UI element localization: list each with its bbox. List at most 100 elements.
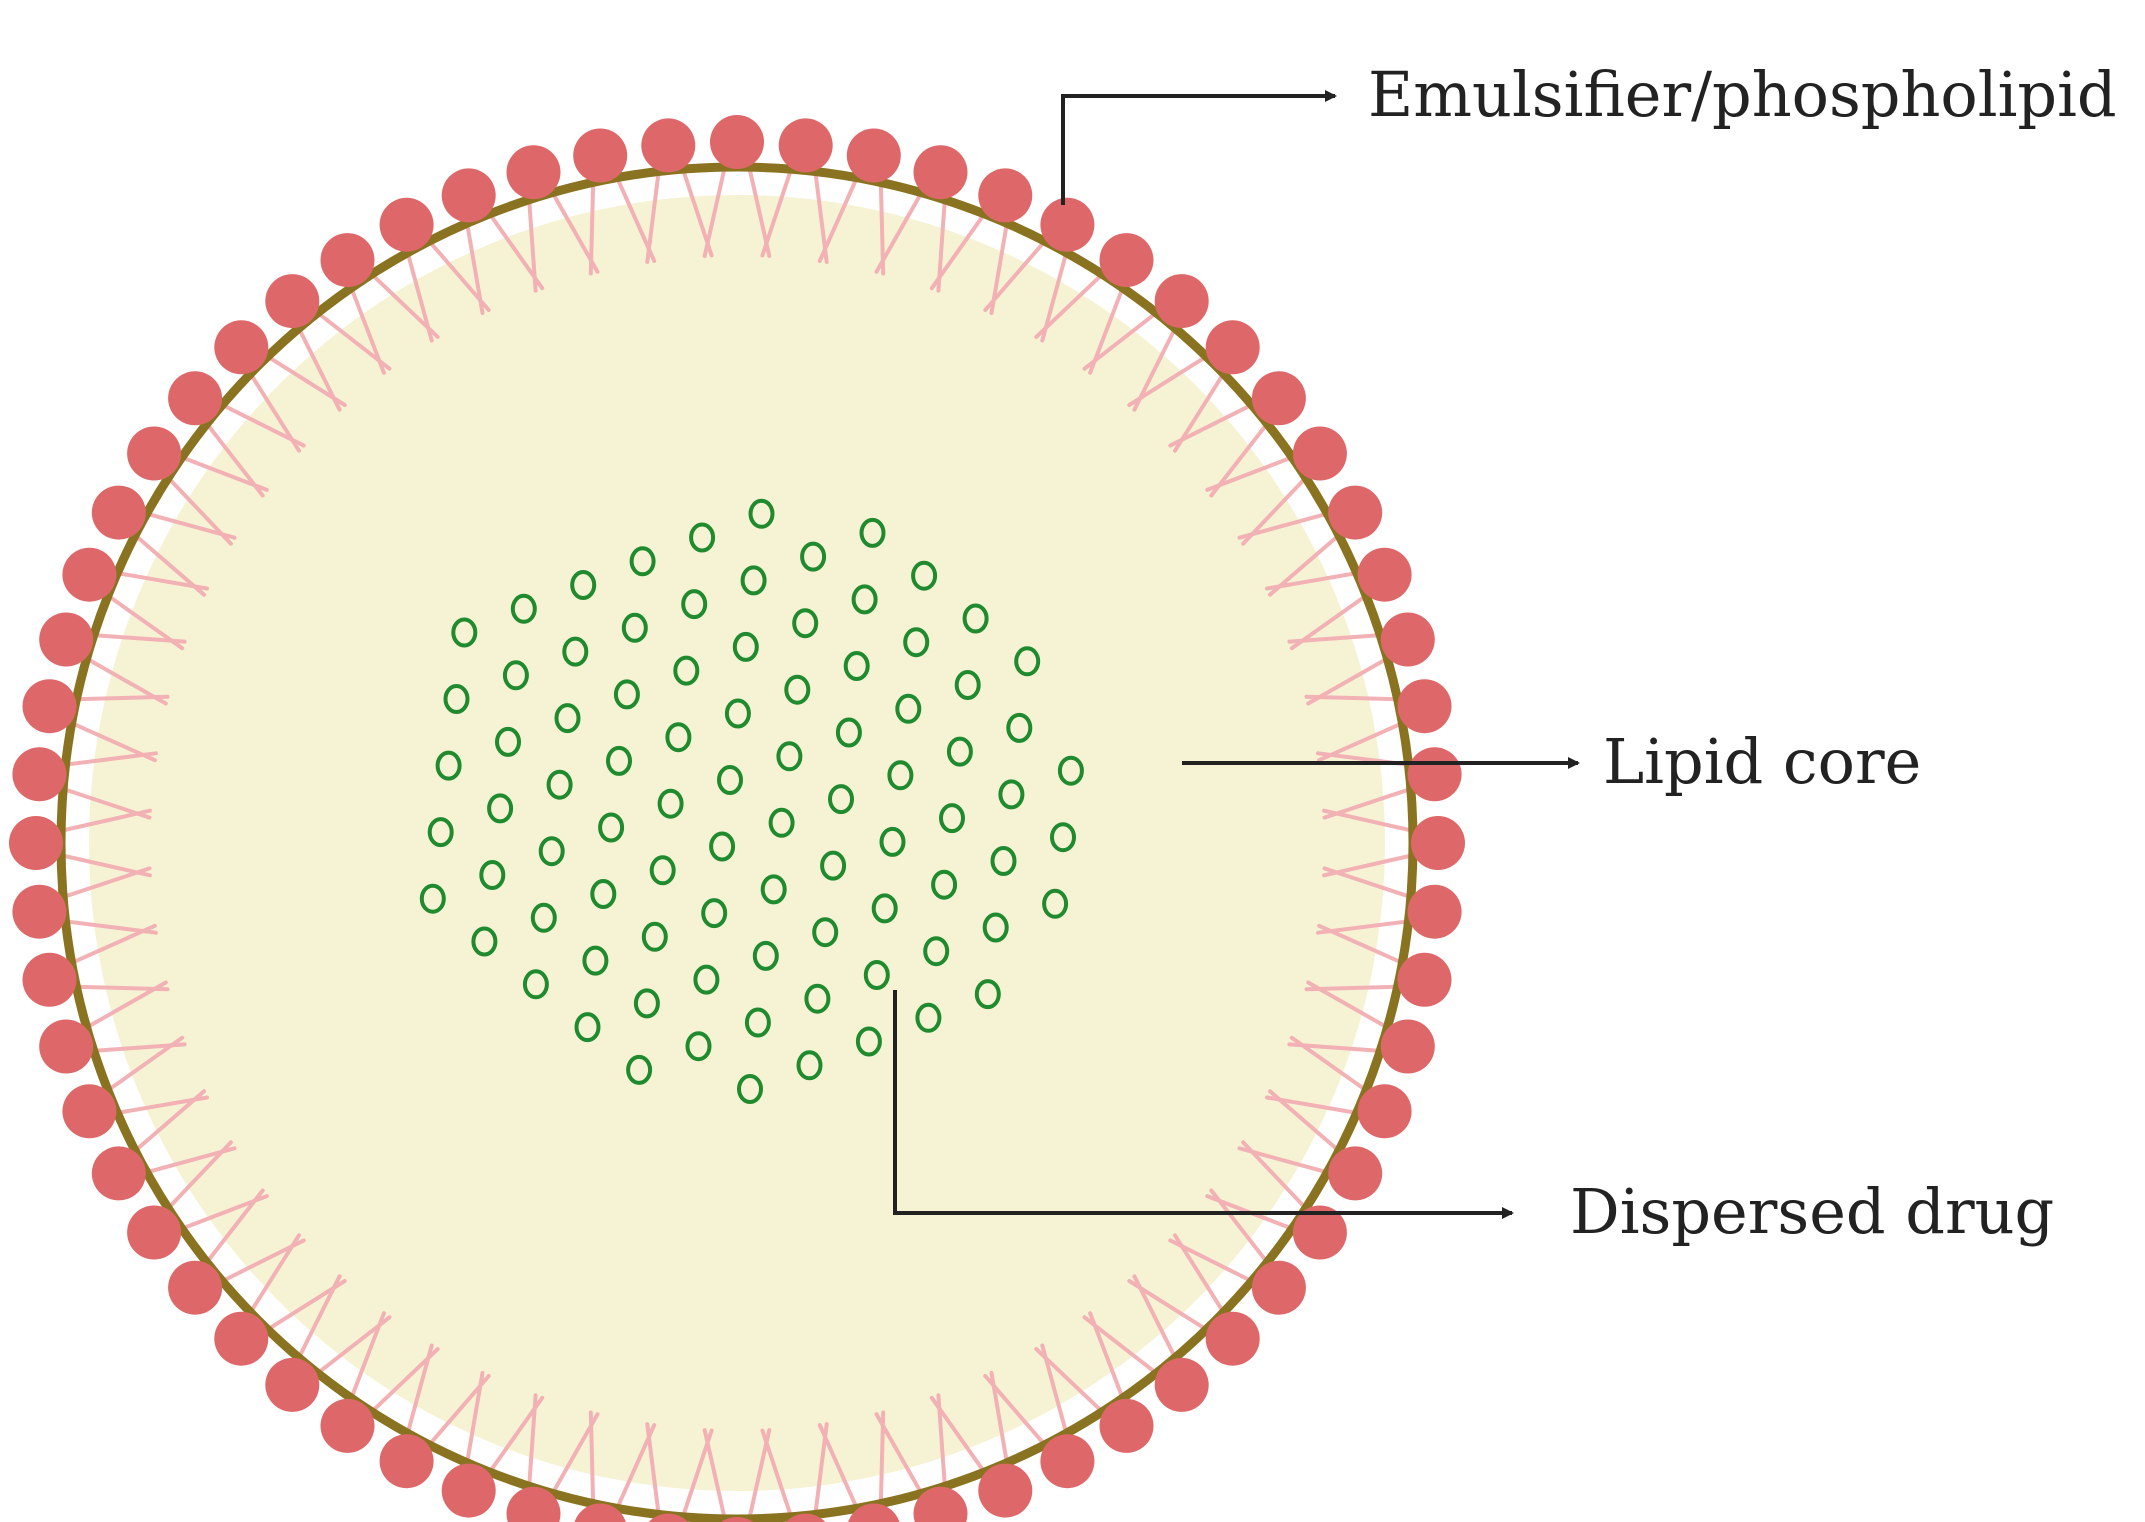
phospholipid-head-icon — [710, 115, 764, 169]
phospholipid-head-icon — [91, 485, 146, 540]
drug-particle-icon — [629, 546, 656, 577]
phospholipid-head-icon — [1099, 1398, 1154, 1453]
drug-particle-icon — [768, 807, 795, 838]
lipid-core — [89, 195, 1385, 1491]
drug-particle-icon — [606, 745, 632, 776]
phospholipid-tail — [610, 1423, 657, 1522]
phospholipid-tail — [209, 397, 306, 448]
phospholipid-tail — [1205, 450, 1306, 492]
phospholipid-head-icon — [1397, 679, 1452, 734]
emulsifier-arrow — [1061, 90, 1337, 205]
phospholipid-tail — [51, 917, 158, 935]
phospholipid-head-icon — [978, 1463, 1033, 1518]
phospholipid-tail — [157, 1140, 233, 1220]
phospholipid-head-icon — [1154, 1357, 1209, 1412]
phospholipid-tail — [1322, 783, 1425, 820]
phospholipid-tail — [1306, 650, 1401, 706]
phospholipid-head-icon — [441, 168, 496, 223]
drug-particle-icon — [760, 874, 787, 905]
phospholipid-tail — [47, 850, 152, 878]
phospholipid-tail — [1306, 980, 1401, 1036]
phospholipid-head-icon — [127, 426, 182, 481]
phospholipid-head-icon — [1380, 612, 1435, 667]
phospholipid-tail — [49, 866, 152, 903]
phospholipid-heads — [9, 115, 1465, 1522]
phospholipid-tail — [79, 632, 187, 644]
phospholipid-head-icon — [127, 1205, 182, 1260]
phospholipid-tail — [1268, 525, 1351, 597]
phospholipid-head-icon — [574, 1503, 626, 1522]
lipid-core-label: Lipid core — [1603, 725, 1921, 798]
phospholipid-tail — [1127, 347, 1219, 407]
phospholipid-head-icon — [1407, 747, 1462, 802]
phospholipid-head-icon — [12, 884, 67, 939]
phospholipid-head-icon — [441, 1463, 496, 1518]
drug-particle-icon — [931, 869, 958, 900]
phospholipid-tail — [526, 1393, 538, 1501]
phospholipid-head-icon — [721, 1517, 753, 1522]
drug-particle-icon — [792, 608, 819, 639]
drug-particle-icon — [582, 945, 609, 976]
drug-particle-icon — [879, 826, 906, 857]
drug-particle-icon — [1014, 646, 1041, 677]
phospholipid-head-icon — [1397, 952, 1452, 1007]
phospholipid-tail — [255, 1279, 347, 1339]
phospholipid-tail — [983, 1374, 1055, 1457]
drug-particle-icon — [732, 631, 759, 662]
phospholipid-head-icon — [1040, 197, 1095, 252]
drug-particle-icon — [689, 522, 716, 553]
phospholipid-tail — [1317, 923, 1416, 970]
drug-particle-icon — [554, 703, 581, 734]
phospholipid-tail — [95, 1035, 185, 1100]
phospholipid-head-icon — [1099, 233, 1154, 288]
phospholipid-tail — [811, 157, 829, 264]
phospholipid-head-icon — [265, 274, 320, 329]
phospholipid-tail — [1088, 1311, 1130, 1412]
phospholipid-tail — [746, 1428, 772, 1522]
drug-particle-icon — [562, 636, 589, 667]
phospholipid-head-icon — [506, 145, 561, 200]
drug-particle-icon — [649, 855, 676, 886]
drug-particle-icon — [887, 760, 914, 791]
phospholipid-tail — [1040, 238, 1072, 343]
phospholipid-tail — [760, 155, 797, 258]
drug-particle-icon — [974, 979, 1001, 1010]
phospholipid-tail — [874, 1412, 930, 1507]
phospholipid-tail — [544, 179, 600, 274]
phospholipid-tail — [1237, 508, 1342, 540]
phospholipid-tail — [702, 1428, 728, 1522]
drug-particle-icon — [673, 655, 700, 686]
phospholipid-head-icon — [320, 1398, 375, 1453]
phospholipid-tail — [419, 229, 491, 312]
drug-particle-icon — [724, 698, 751, 729]
phospholipid-tail — [1127, 1279, 1219, 1339]
phospholipid-head-icon — [1357, 547, 1412, 602]
drug-particle-icon — [744, 1007, 771, 1038]
drug-particle-icon — [1006, 712, 1033, 743]
drug-particle-icon — [923, 936, 950, 967]
phospholipid-head-icon — [9, 816, 63, 870]
phospholipid-head-icon — [12, 747, 67, 802]
drug-particle-icon — [665, 722, 692, 753]
phospholipid-tail — [103, 569, 209, 591]
phospholipid-tail — [878, 168, 886, 276]
drug-particle-icon — [784, 674, 811, 705]
drug-particle-icon — [522, 969, 549, 1000]
phospholipid-head-icon — [1357, 1084, 1412, 1139]
drug-particle-icon — [911, 560, 938, 591]
drug-particle-icon — [510, 593, 537, 624]
phospholipid-head-icon — [265, 1357, 320, 1412]
phospholipid-tail — [526, 185, 538, 293]
drug-arrow — [893, 990, 1514, 1219]
drug-particle-icon — [982, 912, 1009, 943]
phospholipid-tail — [291, 1274, 342, 1371]
drug-particle-icon — [1057, 755, 1084, 786]
phospholipid-head-icon — [39, 1019, 94, 1074]
phospholipid-tail — [929, 201, 994, 291]
phospholipid-head-icon — [846, 128, 901, 183]
drug-particle-icon — [776, 741, 803, 772]
phospholipid-tail — [817, 164, 864, 263]
drug-particle-icon — [479, 860, 506, 890]
phospholipid-tail — [463, 209, 485, 315]
